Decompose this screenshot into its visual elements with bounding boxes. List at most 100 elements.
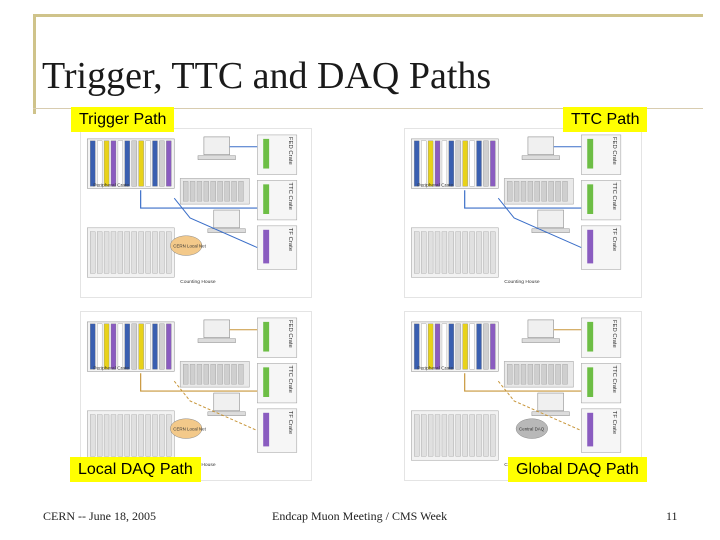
crate-card [483, 323, 489, 370]
crate-card [159, 140, 165, 187]
lower-crate-card [159, 231, 165, 274]
lower-crate-card [469, 414, 475, 457]
lower-crate-card [434, 231, 441, 274]
lower-crate-card [462, 231, 468, 274]
fed-crate-label: FED Crate [611, 137, 617, 166]
ttc-crate-label: TTC Crate [611, 182, 617, 210]
crate-card [138, 140, 144, 187]
keyboard [197, 155, 236, 160]
rack-card [555, 181, 561, 202]
rack-card [238, 181, 244, 202]
lower-crate-card [124, 414, 130, 457]
crate-card [455, 140, 461, 187]
lower-crate-card [448, 414, 454, 457]
crate-card [455, 323, 461, 370]
peripheral-crate-label: Peripheral Crate [417, 365, 453, 371]
crate-card [490, 140, 496, 187]
path-line [464, 373, 582, 392]
rack-card [541, 364, 547, 385]
lower-crate-card [90, 414, 96, 457]
lower-crate-card [152, 231, 158, 274]
rack-card [507, 181, 513, 202]
crate-card [421, 323, 427, 370]
counting-house-label: Counting House [504, 279, 540, 285]
lower-crate-card [97, 231, 103, 274]
rack-card [231, 181, 237, 202]
crate-card [434, 323, 441, 370]
tf-crate-label: TF Crate [611, 228, 617, 252]
lower-crate-card [117, 231, 124, 274]
crate-card [414, 140, 420, 187]
ttc-card [263, 367, 270, 397]
rack-card [534, 181, 540, 202]
trigger-path-label: Trigger Path [71, 107, 175, 132]
crate-card [110, 323, 117, 370]
rack-card [520, 181, 527, 202]
crate-card [117, 323, 124, 370]
rack-card [562, 364, 568, 385]
path-line [497, 380, 582, 432]
rack-card [507, 364, 513, 385]
rack-card [203, 364, 209, 385]
crate-card [483, 140, 489, 187]
lower-crate-card [90, 231, 96, 274]
footer-date: CERN -- June 18, 2005 [43, 509, 156, 523]
monitor [527, 319, 554, 338]
fed-crate-label: FED Crate [287, 320, 293, 349]
crate-card [476, 323, 482, 370]
crate-card [490, 323, 496, 370]
monitor [203, 319, 230, 338]
peripheral-crate-label: Peripheral Crate [93, 182, 129, 188]
fed-crate-label: FED Crate [611, 320, 617, 349]
cloud-label: CERN Local Net [173, 427, 206, 432]
slide-title: Trigger, TTC and DAQ Paths [42, 55, 492, 97]
network-cloud [170, 418, 203, 439]
lower-crate-card [483, 414, 489, 457]
lower-crate-card [476, 231, 482, 274]
lower-crate-card [490, 414, 496, 457]
crate-card [90, 323, 96, 370]
cloud-label: Central DAQ [519, 427, 545, 432]
crate-card [145, 323, 151, 370]
path-line [497, 197, 582, 249]
lower-crate-card [103, 231, 110, 274]
rack-card [196, 364, 203, 385]
global-daq-path-label: Global DAQ Path [508, 457, 647, 482]
ttc-card [587, 184, 594, 214]
tf-card [263, 412, 270, 447]
rack-card [224, 181, 230, 202]
lower-crate-card [434, 414, 441, 457]
crate-card [166, 140, 172, 187]
fed-card [263, 321, 270, 352]
crate-card [166, 323, 172, 370]
path-line [464, 190, 582, 209]
lower-crate-card [138, 414, 144, 457]
crate-card [152, 323, 158, 370]
rack-card [548, 364, 554, 385]
fed-card [263, 138, 270, 169]
lower-crate-card [421, 231, 427, 274]
lower-crate-card [131, 414, 137, 457]
keyboard [207, 411, 246, 416]
crate-card [145, 140, 151, 187]
lower-crate-card [124, 231, 130, 274]
crate-card [427, 140, 434, 187]
rack-card [189, 181, 196, 202]
crate-card [462, 323, 468, 370]
path-line [173, 197, 258, 249]
crate-card [441, 140, 448, 187]
rack-card [196, 181, 203, 202]
lower-crate-card [462, 414, 468, 457]
lower-crate-card [421, 414, 427, 457]
keyboard [197, 338, 236, 343]
tf-crate-label: TF Crate [287, 411, 293, 435]
rack-card [231, 364, 237, 385]
tf-card [263, 229, 270, 264]
monitor [527, 136, 554, 155]
